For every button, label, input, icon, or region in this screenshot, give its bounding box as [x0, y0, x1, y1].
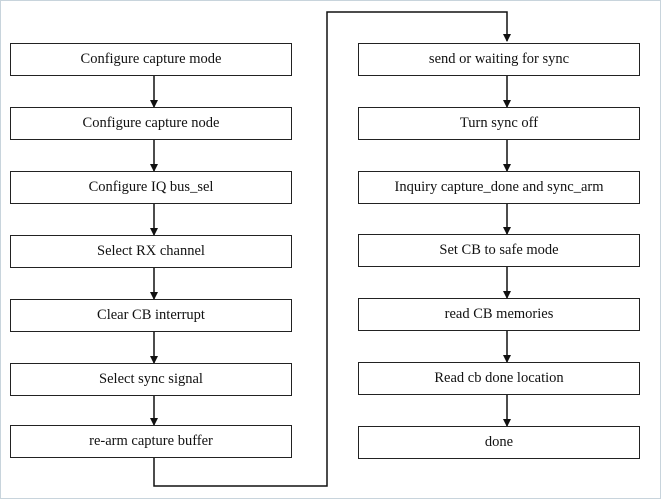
connector-left-to-right — [153, 11, 511, 487]
step-inquiry-capture-done: Inquiry capture_done and sync_arm — [358, 171, 640, 204]
step-configure-capture-node: Configure capture node — [10, 107, 292, 140]
step-select-sync-signal: Select sync signal — [10, 363, 292, 396]
step-turn-sync-off: Turn sync off — [358, 107, 640, 140]
step-select-rx-channel: Select RX channel — [10, 235, 292, 268]
step-done: done — [358, 426, 640, 459]
step-clear-cb-interrupt: Clear CB interrupt — [10, 299, 292, 332]
step-send-or-wait-for-sync: send or waiting for sync — [358, 43, 640, 76]
step-re-arm-capture-buffer: re-arm capture buffer — [10, 425, 292, 458]
step-read-cb-done-location: Read cb done location — [358, 362, 640, 395]
step-configure-capture-mode: Configure capture mode — [10, 43, 292, 76]
step-set-cb-safe-mode: Set CB to safe mode — [358, 234, 640, 267]
step-configure-iq-bus-sel: Configure IQ bus_sel — [10, 171, 292, 204]
step-read-cb-memories: read CB memories — [358, 298, 640, 331]
